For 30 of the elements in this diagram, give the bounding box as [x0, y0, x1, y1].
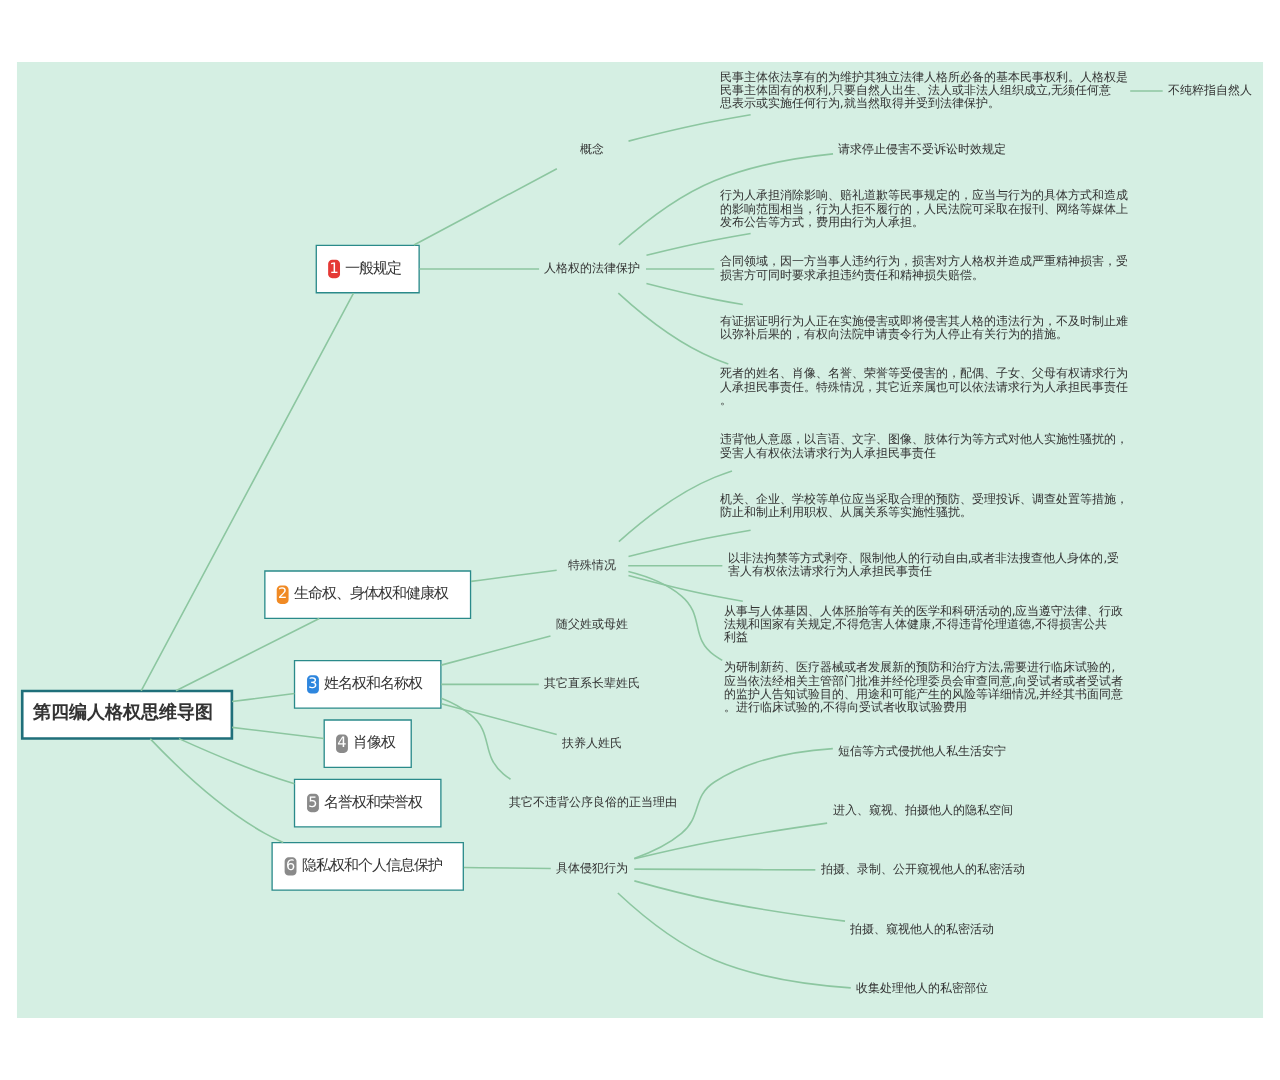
connector [627, 529, 752, 558]
connector [618, 153, 834, 246]
connector [633, 868, 817, 871]
connector [440, 635, 552, 666]
connector [627, 564, 724, 567]
connector [440, 702, 558, 736]
connector [413, 167, 558, 246]
connector [627, 574, 744, 603]
connector [463, 866, 552, 870]
connector [470, 569, 558, 583]
connector [645, 268, 716, 270]
connector [1129, 90, 1164, 92]
connector [627, 570, 724, 662]
connector [627, 114, 752, 142]
connector [645, 232, 752, 257]
connector [418, 268, 540, 270]
connector [633, 880, 846, 922]
connector [633, 747, 834, 860]
connector [231, 692, 296, 703]
connector [440, 697, 512, 781]
connector [178, 737, 296, 785]
connector [618, 470, 733, 543]
connector [149, 738, 284, 844]
connector [633, 822, 828, 860]
connector [617, 292, 730, 365]
connector [231, 726, 325, 740]
connector [440, 683, 540, 686]
node-box: 第四编人格权思维导图 [20, 689, 234, 740]
connector [645, 282, 744, 306]
connector [617, 892, 852, 989]
